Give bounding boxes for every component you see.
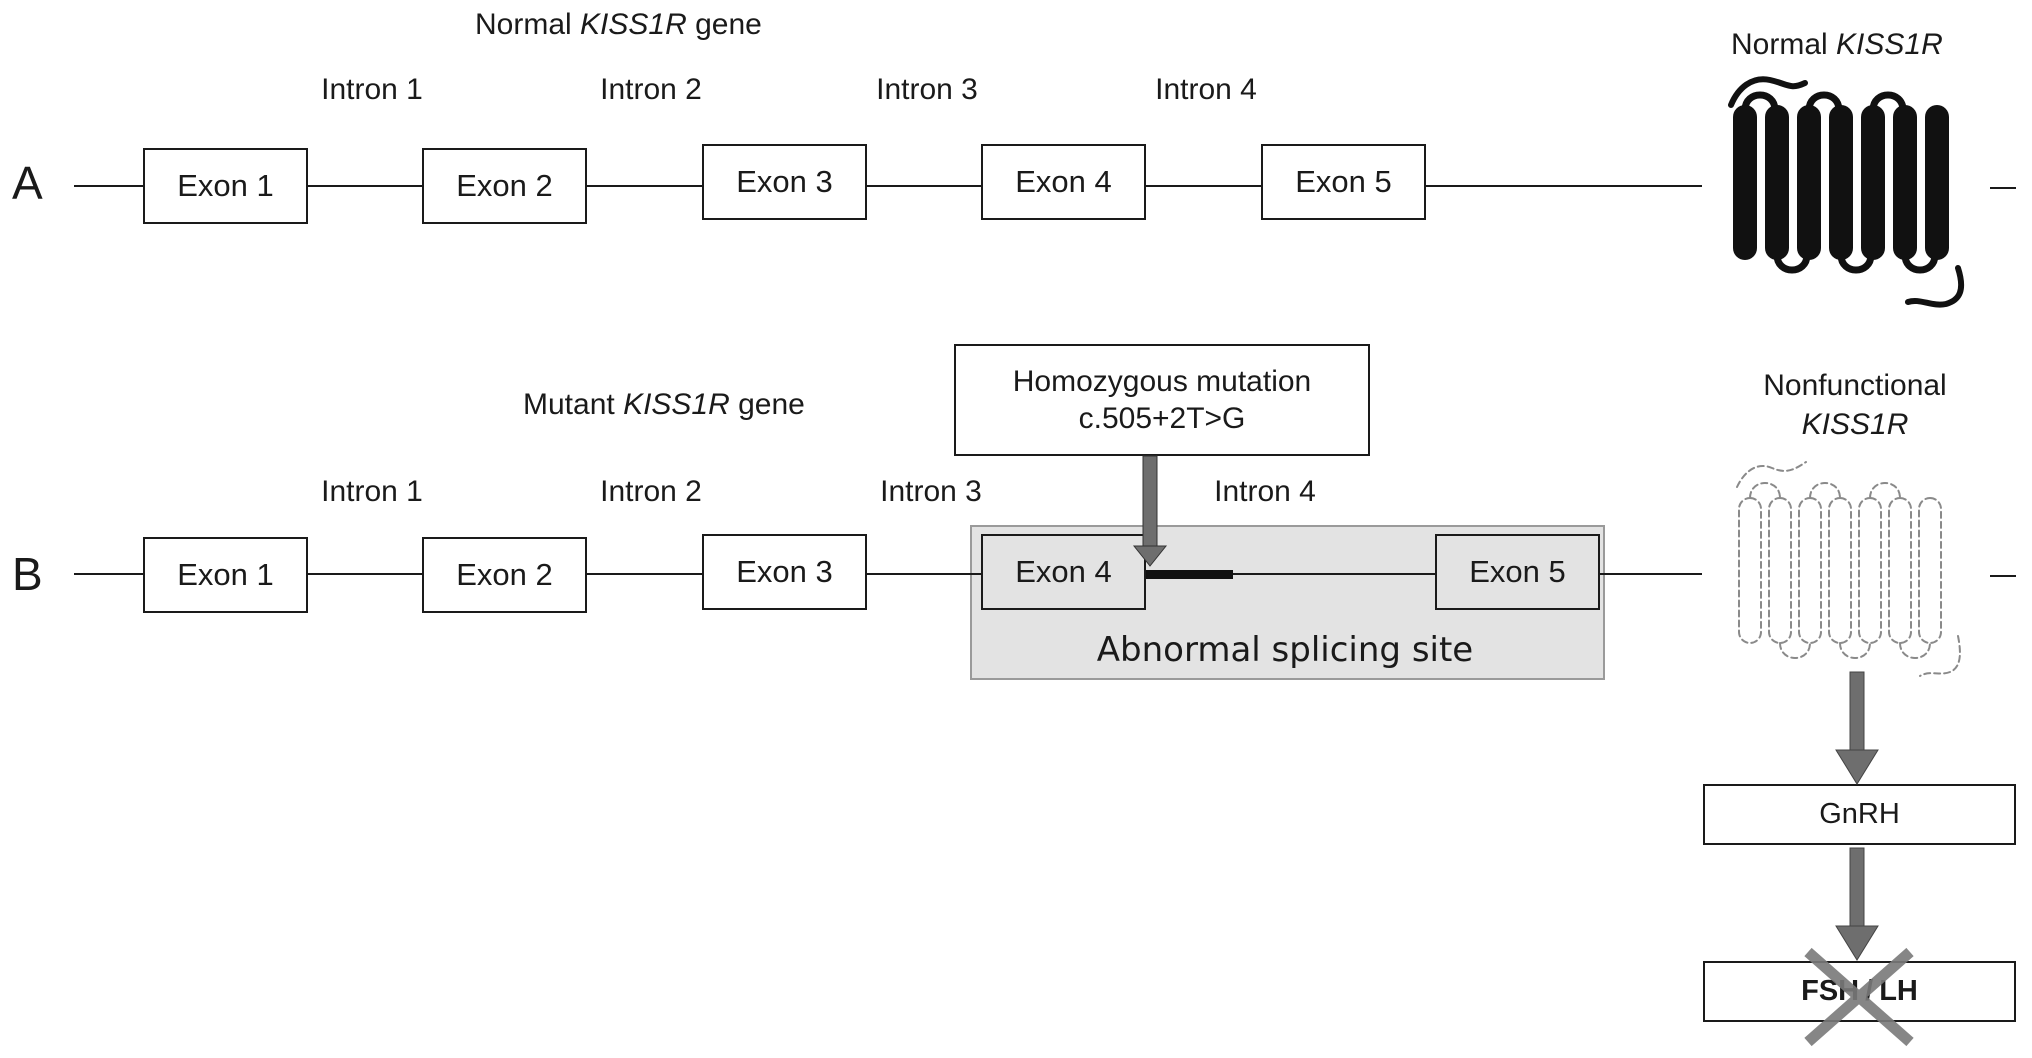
panel-b-line-end	[1990, 575, 2016, 577]
panel-a-title: Normal KISS1R gene	[475, 10, 762, 40]
panel-a-intron-2-label: Intron 2	[600, 73, 702, 106]
panel-b-protein-line-1: Nonfunctional	[1763, 369, 1947, 402]
panel-b-exon-3: Exon 3	[702, 534, 867, 610]
panel-b-intron-3-label: Intron 3	[880, 475, 982, 508]
mutation-line-1: Homozygous mutation	[1012, 364, 1312, 398]
panel-a-protein-prefix: Normal	[1731, 28, 1837, 61]
nonfunctional-receptor-icon	[1736, 461, 1961, 677]
arrow-to-gnrh-icon	[1835, 671, 1879, 785]
abnormal-splicing-label: Abnormal splicing site	[1096, 630, 1474, 670]
cross-icon	[1804, 947, 1914, 1047]
panel-a-intron-1-label: Intron 1	[321, 73, 423, 106]
panel-b-exon-1: Exon 1	[143, 537, 308, 613]
panel-a-exon-5: Exon 5	[1261, 144, 1426, 220]
panel-b-protein-gene: KISS1R	[1801, 408, 1909, 441]
gnrh-box: GnRH	[1703, 784, 2016, 845]
panel-a-title-gene: KISS1R	[580, 8, 687, 41]
panel-b-title: Mutant KISS1R gene	[523, 390, 805, 420]
panel-b-exon-5: Exon 5	[1435, 534, 1600, 610]
panel-b-label: B	[12, 548, 43, 600]
panel-a-line-end	[1990, 187, 2016, 189]
panel-a-title-suffix: gene	[686, 8, 762, 41]
panel-b-protein-label: Nonfunctional KISS1R	[1763, 366, 1946, 444]
panel-a-gene-line	[74, 185, 1702, 187]
arrow-to-fsh-lh-icon	[1835, 847, 1879, 961]
panel-b-gene-line	[74, 573, 1702, 575]
panel-a-protein-label: Normal KISS1R	[1731, 30, 1943, 60]
panel-a-title-prefix: Normal	[475, 8, 581, 41]
panel-b-title-gene: KISS1R	[623, 388, 730, 421]
panel-a-exon-4: Exon 4	[981, 144, 1146, 220]
panel-a-intron-3-label: Intron 3	[876, 73, 978, 106]
mutation-line-2: c.505+2T>G	[1078, 402, 1246, 435]
panel-a-protein-gene: KISS1R	[1836, 28, 1943, 61]
panel-a-exon-2: Exon 2	[422, 148, 587, 224]
panel-b-intron-4-label: Intron 4	[1214, 475, 1316, 508]
panel-a-label: A	[12, 157, 43, 209]
panel-b-exon-2: Exon 2	[422, 537, 587, 613]
panel-a-exon-1: Exon 1	[143, 148, 308, 224]
mutation-arrow-icon	[1132, 455, 1168, 567]
panel-a-intron-4-label: Intron 4	[1155, 73, 1257, 106]
panel-b-title-prefix: Mutant	[523, 388, 624, 421]
panel-b-title-suffix: gene	[729, 388, 805, 421]
mutation-callout: Homozygous mutation c.505+2T>G	[954, 344, 1370, 456]
panel-b-intron-2-label: Intron 2	[600, 475, 702, 508]
mutant-segment	[1146, 570, 1233, 579]
panel-b-exon-4: Exon 4	[981, 534, 1146, 610]
panel-a-exon-3: Exon 3	[702, 144, 867, 220]
panel-b-intron-1-label: Intron 1	[321, 475, 423, 508]
